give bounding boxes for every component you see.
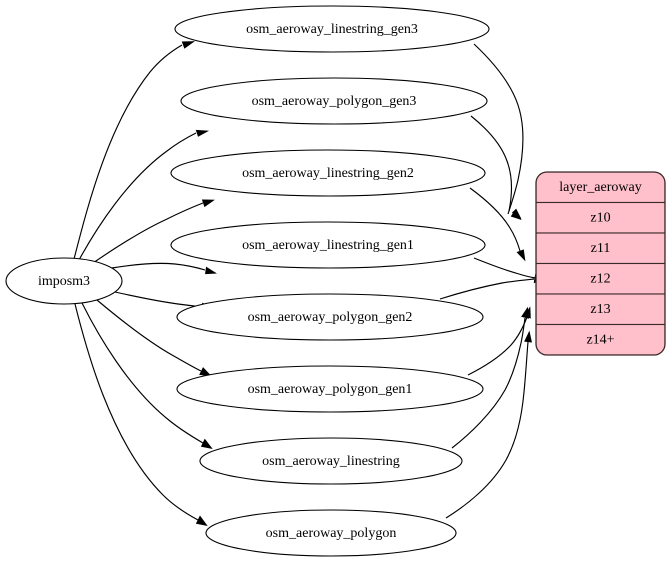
node-osm_aeroway_polygon_gen2-shape[interactable] (176, 293, 484, 341)
node-osm_aeroway_linestring-shape[interactable] (199, 437, 463, 485)
node-osm_aeroway_polygon_gen1-shape[interactable] (176, 365, 484, 413)
layer_aeroway-row-z10-cell[interactable] (536, 201, 665, 234)
node-osm_aeroway_polygon-shape[interactable] (205, 509, 457, 557)
node-osm_aeroway_polygon_gen3-shape[interactable] (180, 77, 488, 125)
edge-imposm3-to-osm_aeroway_linestring (81, 302, 213, 449)
layer_aeroway-row-z11-cell[interactable] (536, 232, 665, 265)
edge-osm_aeroway_polygon-to-z14 (445, 330, 532, 519)
node-layer_aeroway[interactable]: layer_aeroway z10 z11 z12 z13 z14+ (535, 171, 666, 356)
layer_aeroway-row-z12-cell[interactable] (536, 262, 665, 295)
edge-imposm3-to-osm_aeroway_linestring_gen3 (73, 41, 195, 260)
node-imposm3-shape[interactable] (5, 257, 123, 305)
node-osm_aeroway_linestring_gen3-shape[interactable] (174, 5, 490, 53)
edge-imposm3-to-osm_aeroway_linestring_gen2 (92, 199, 215, 264)
node-osm_aeroway_linestring[interactable]: osm_aeroway_linestring (199, 437, 463, 485)
node-imposm3[interactable]: imposm3 (5, 257, 123, 305)
layer_aeroway-outline (535, 171, 666, 356)
edge-osm_aeroway_polygon_gen3-to-z10 (470, 115, 522, 220)
edge-osm_aeroway_linestring_gen2-to-z11 (469, 187, 526, 262)
node-osm_aeroway_linestring_gen1[interactable]: osm_aeroway_linestring_gen1 (170, 221, 486, 269)
node-osm_aeroway_linestring_gen3[interactable]: osm_aeroway_linestring_gen3 (174, 5, 490, 53)
edge-group-source-to-tables (73, 41, 217, 527)
edge-imposm3-to-osm_aeroway_polygon_gen3 (78, 129, 210, 261)
node-osm_aeroway_polygon_gen2[interactable]: osm_aeroway_polygon_gen2 (176, 293, 484, 341)
node-osm_aeroway_polygon_gen1[interactable]: osm_aeroway_polygon_gen1 (176, 365, 484, 413)
edge-osm_aeroway_linestring-to-z13 (451, 306, 529, 449)
layer_aeroway-row-header-cell (536, 172, 665, 204)
node-osm_aeroway_polygon[interactable]: osm_aeroway_polygon (205, 509, 457, 557)
edge-osm_aeroway_linestring_gen3-to-z10 (473, 43, 524, 221)
layer_aeroway-row-z14-cell[interactable] (536, 323, 665, 356)
node-osm_aeroway_linestring_gen2-shape[interactable] (170, 149, 486, 197)
layer_aeroway-rows (536, 172, 665, 355)
node-osm_aeroway_linestring_gen2[interactable]: osm_aeroway_linestring_gen2 (170, 149, 486, 197)
edge-osm_aeroway_linestring_gen1-to-z12 (473, 257, 546, 282)
edge-imposm3-to-osm_aeroway_polygon (74, 303, 208, 527)
edge-imposm3-to-osm_aeroway_linestring_gen1 (111, 262, 217, 275)
node-osm_aeroway_polygon_gen3[interactable]: osm_aeroway_polygon_gen3 (180, 77, 488, 125)
node-osm_aeroway_linestring_gen1-shape[interactable] (170, 221, 486, 269)
edge-osm_aeroway_polygon_gen2-to-z12 (439, 274, 546, 300)
layer_aeroway-row-z13-cell[interactable] (536, 293, 665, 326)
